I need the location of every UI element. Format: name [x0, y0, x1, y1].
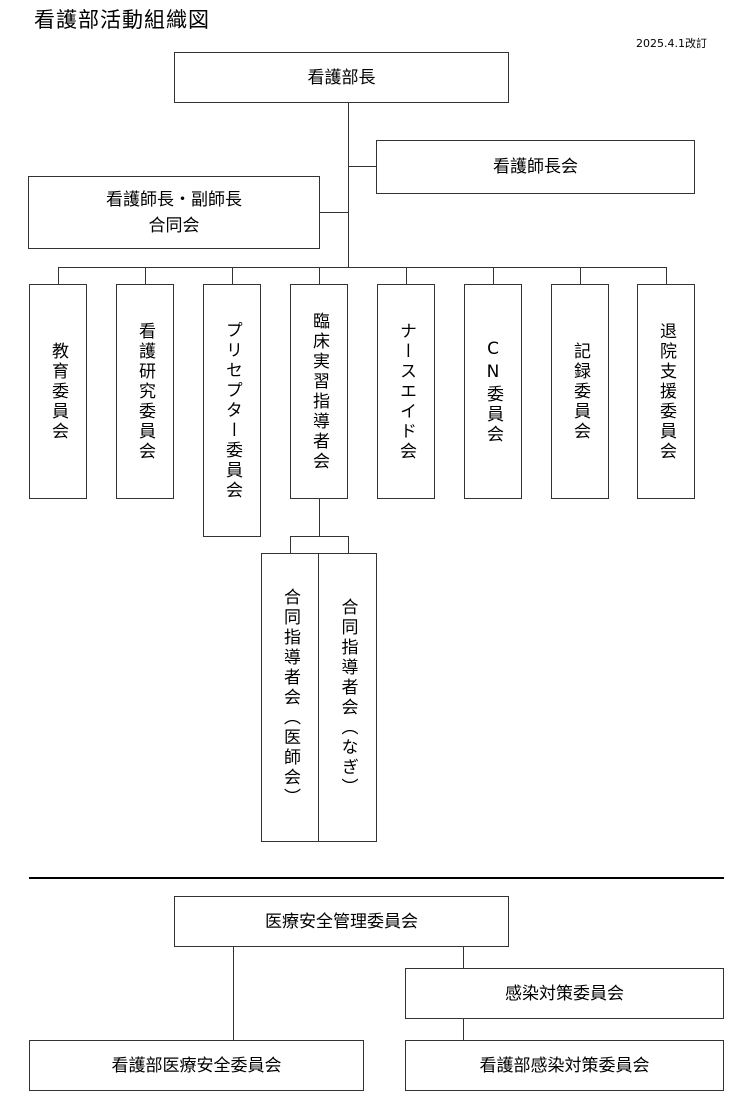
infection-line: [463, 946, 464, 968]
drop-line: [406, 267, 407, 284]
drop-line: [580, 267, 581, 284]
nursing-safety-box: 看護部医療安全委員会: [29, 1040, 364, 1091]
drop-line: [666, 267, 667, 284]
committee-label: 看護研究委員会: [135, 321, 155, 462]
nursing-infection-box: 看護部感染対策委員会: [405, 1040, 724, 1091]
committee-label: プリセプター委員会: [222, 320, 242, 501]
director-label: 看護部長: [307, 67, 376, 88]
committee-box-preceptor: プリセプター委員会: [203, 284, 261, 537]
committee-box-nursing-research: 看護研究委員会: [116, 284, 174, 499]
committee-label: 教育委員会: [48, 341, 68, 442]
joint-meeting-box: 看護師長・副師長 合同会: [28, 176, 320, 249]
nursing-infection-line: [463, 1018, 464, 1040]
joint-meeting-label-line1: 看護師長・副師長: [106, 189, 242, 210]
sub-committee-label: 合同指導者会（なぎ）: [337, 597, 358, 798]
infection-committee-label: 感染対策委員会: [505, 983, 624, 1004]
committee-label: ナースエイド会: [396, 321, 416, 462]
safety-left-line: [233, 946, 234, 1040]
committee-box-records: 記録委員会: [551, 284, 609, 499]
sub-drop-line: [290, 536, 291, 553]
committee-label: 退院支援委員会: [656, 321, 676, 462]
head-nurse-meeting-box: 看護師長会: [376, 140, 695, 194]
infection-committee-box: 感染対策委員会: [405, 968, 724, 1019]
director-box: 看護部長: [174, 52, 509, 103]
sub-drop-line: [348, 536, 349, 553]
drop-line: [232, 267, 233, 284]
sub-committee-label: 合同指導者会（医師会）: [280, 587, 300, 808]
nursing-safety-label: 看護部医療安全委員会: [111, 1055, 282, 1076]
safety-management-box: 医療安全管理委員会: [174, 896, 509, 947]
section-divider: [29, 877, 724, 879]
committee-label: 臨床実習指導者会: [309, 311, 329, 472]
revision-date: 2025.4.1改訂: [636, 37, 707, 50]
committee-label: 記録委員会: [570, 341, 590, 442]
sub-trunk-line: [319, 498, 320, 536]
nursing-infection-label: 看護部感染対策委員会: [479, 1055, 650, 1076]
committee-box-education: 教育委員会: [29, 284, 87, 499]
drop-line: [145, 267, 146, 284]
branch-line-head-nurse: [348, 166, 376, 167]
drop-line: [493, 267, 494, 284]
committee-label: CN委員会: [483, 338, 503, 445]
sub-committee-box-nagi: 合同指導者会（なぎ）: [318, 553, 377, 842]
joint-meeting-label-line2: 合同会: [148, 215, 200, 236]
drop-line: [319, 267, 320, 284]
branch-line-joint-meeting: [320, 212, 349, 213]
committee-box-discharge-support: 退院支援委員会: [637, 284, 695, 499]
sub-bus-line: [290, 536, 348, 537]
safety-management-label: 医療安全管理委員会: [265, 911, 418, 932]
page-title: 看護部活動組織図: [34, 8, 210, 32]
sub-committee-box-physicians: 合同指導者会（医師会）: [261, 553, 319, 842]
trunk-line: [348, 102, 349, 268]
committee-box-cn: CN委員会: [464, 284, 522, 499]
committee-box-nurse-aide: ナースエイド会: [377, 284, 435, 499]
committee-box-clinical-training: 臨床実習指導者会: [290, 284, 348, 499]
drop-line: [58, 267, 59, 284]
committee-bus-line: [58, 267, 666, 268]
head-nurse-meeting-label: 看護師長会: [493, 157, 578, 177]
